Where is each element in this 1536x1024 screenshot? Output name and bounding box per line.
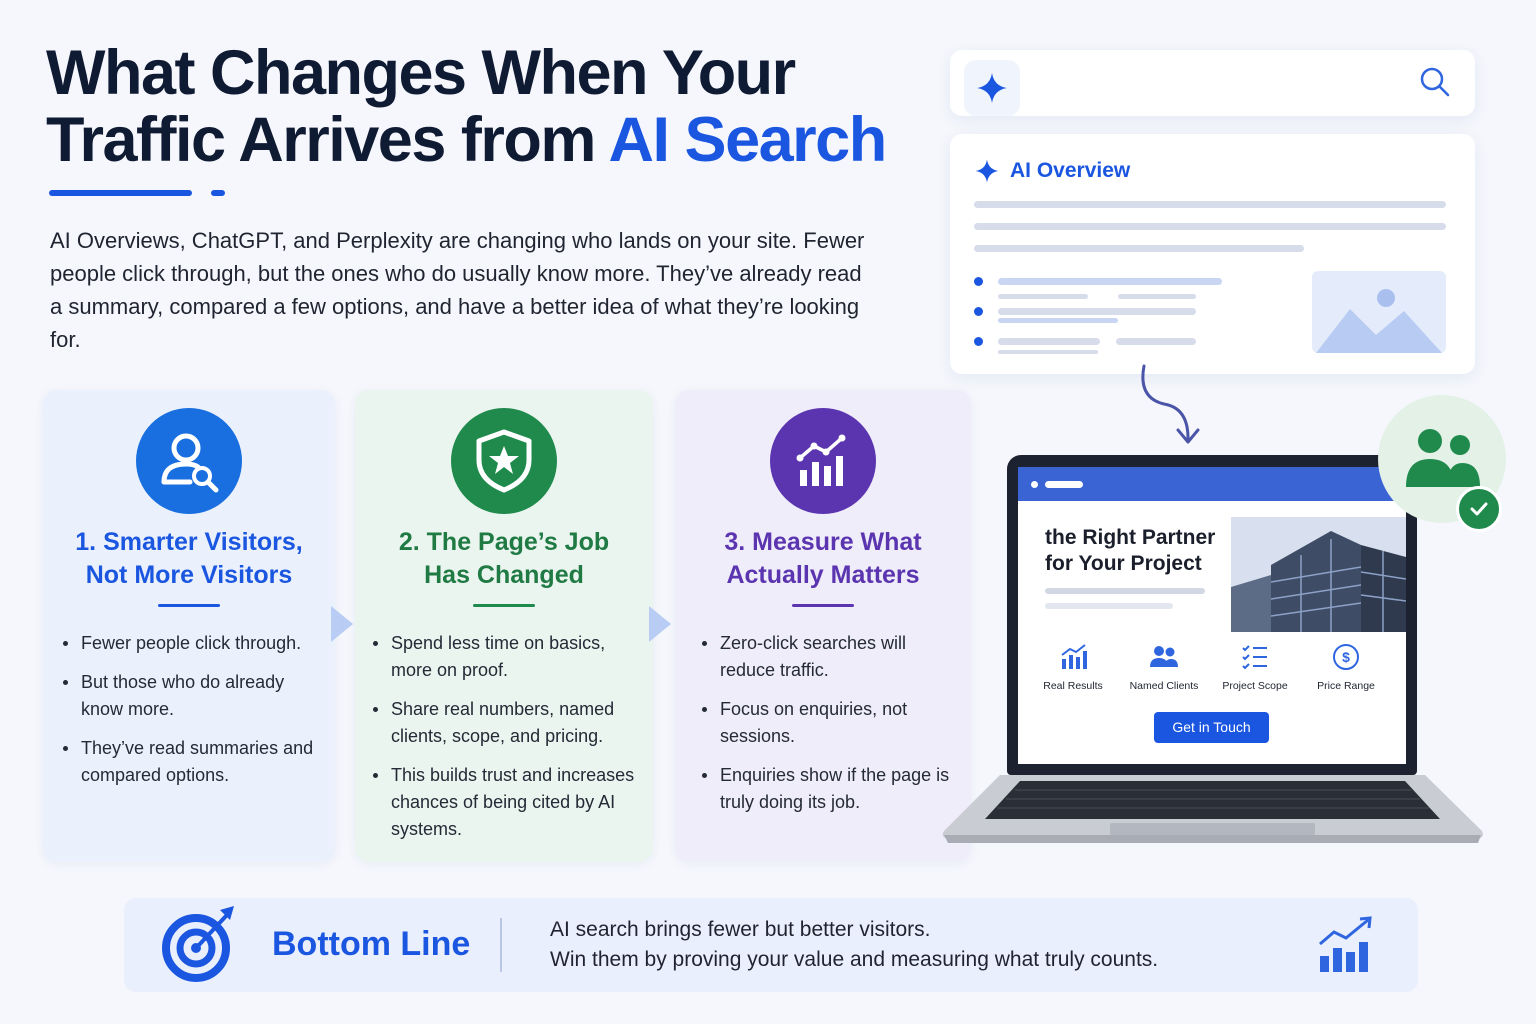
feature-project-scope[interactable]: Project Scope: [1210, 643, 1300, 692]
list-item: They’ve read summaries and compared opti…: [63, 735, 325, 789]
title-line-2-prefix: Traffic Arrives from: [46, 105, 609, 175]
ai-overview-header: AI Overview: [974, 158, 1130, 184]
website-nav-bar: [1018, 467, 1406, 501]
bottom-line-text: AI search brings fewer but better visito…: [550, 915, 1158, 975]
divider: [500, 918, 502, 972]
laptop-keyboard-base: [940, 775, 1485, 845]
feature-label: Project Scope: [1222, 680, 1288, 692]
checklist-icon: [1242, 645, 1267, 670]
card-heading: 2. The Page’s Job Has Changed: [355, 526, 653, 592]
text-placeholder: [1116, 338, 1196, 345]
card-bullets: Fewer people click through. But those wh…: [63, 630, 325, 801]
card-smarter-visitors: 1. Smarter Visitors, Not More Visitors F…: [43, 390, 335, 862]
bullet-dot: [974, 277, 983, 286]
search-icon[interactable]: [1419, 66, 1451, 103]
laptop-mockup: the Right Partner for Your Project: [940, 455, 1485, 855]
text-placeholder: [1118, 294, 1196, 299]
text-placeholder: [974, 223, 1446, 230]
ai-overview-title: AI Overview: [1010, 159, 1131, 182]
sparkle-icon: [975, 159, 999, 183]
list-item: Zero-click searches will reduce traffic.: [702, 630, 964, 684]
feature-label: Real Results: [1043, 680, 1103, 692]
title-line-2-accent: AI Search: [608, 105, 888, 175]
bottom-line-1: AI search brings fewer but better visito…: [550, 918, 931, 941]
text-placeholder: [974, 201, 1446, 208]
bottom-line-banner: Bottom Line AI search brings fewer but b…: [124, 898, 1418, 992]
person-search-icon: [136, 408, 242, 514]
bullet-dot: [974, 307, 983, 316]
card-page-job: 2. The Page’s Job Has Changed Spend less…: [355, 390, 653, 862]
bar-chart-icon: [1061, 644, 1087, 669]
feature-label: Price Range: [1317, 680, 1375, 692]
bullet-dot: [974, 337, 983, 346]
list-item: Fewer people click through.: [63, 630, 325, 657]
building-image: [1231, 517, 1406, 632]
svg-text:$: $: [1342, 649, 1350, 665]
card-heading-line2: Has Changed: [424, 561, 584, 589]
users-icon: [1150, 646, 1178, 667]
arrow-right-icon: [331, 606, 353, 642]
intro-paragraph: AI Overviews, ChatGPT, and Perplexity ar…: [50, 228, 865, 352]
text-placeholder: [974, 245, 1304, 252]
text-placeholder: [998, 294, 1088, 299]
title-underline-dot: [211, 190, 225, 196]
bottom-line-2: Win them by proving your value and measu…: [550, 948, 1159, 971]
nav-dot: [1031, 481, 1038, 488]
card-rule: [792, 604, 854, 607]
laptop-screen: the Right Partner for Your Project: [1018, 467, 1406, 764]
sparkle-icon: [964, 60, 1020, 116]
card-heading-line1: 1. Smarter Visitors,: [75, 528, 303, 556]
text-placeholder: [998, 318, 1118, 323]
list-item: Focus on enquiries, not sessions.: [702, 696, 964, 750]
people-icon: [1378, 395, 1506, 523]
search-bar[interactable]: [950, 50, 1475, 116]
text-placeholder: [1045, 588, 1205, 594]
website-heading: the Right Partner for Your Project: [1045, 526, 1216, 575]
card-heading: 3. Measure What Actually Matters: [675, 526, 971, 592]
card-rule: [473, 604, 535, 607]
feature-named-clients[interactable]: Named Clients: [1119, 643, 1209, 692]
list-item: Share real numbers, named clients, scope…: [373, 696, 643, 750]
laptop-screen-frame: the Right Partner for Your Project: [1007, 455, 1417, 775]
list-item: This builds trust and increases chances …: [373, 762, 643, 843]
card-measure: 3. Measure What Actually Matters Zero-cl…: [675, 390, 971, 862]
card-bullets: Zero-click searches will reduce traffic.…: [702, 630, 964, 828]
dollar-icon: $: [1333, 644, 1359, 670]
feature-real-results[interactable]: Real Results: [1028, 643, 1118, 692]
card-heading-line2: Not More Visitors: [85, 561, 293, 589]
card-heading-line1: 2. The Page’s Job: [398, 528, 610, 556]
text-placeholder: [1045, 603, 1173, 609]
shield-star-icon: [451, 408, 557, 514]
card-heading: 1. Smarter Visitors, Not More Visitors: [43, 526, 335, 592]
card-heading-line2: Actually Matters: [726, 561, 920, 589]
feature-label: Named Clients: [1129, 680, 1199, 692]
page-title: What Changes When Your Traffic Arrives f…: [46, 40, 906, 174]
card-rule: [158, 604, 220, 607]
arrow-right-icon: [649, 606, 671, 642]
growth-chart-icon: [1319, 916, 1372, 972]
ai-overview-panel: AI Overview: [950, 134, 1475, 374]
text-placeholder: [998, 350, 1098, 354]
title-underline: [49, 190, 192, 196]
target-icon: [162, 906, 234, 982]
check-icon: [1456, 486, 1502, 532]
text-placeholder: [998, 278, 1222, 285]
text-placeholder: [998, 338, 1100, 345]
card-heading-line1: 3. Measure What: [724, 528, 922, 556]
list-item: Spend less time on basics, more on proof…: [373, 630, 643, 684]
bottom-line-title: Bottom Line: [272, 925, 471, 963]
nav-logo-placeholder: [1045, 481, 1083, 488]
list-item: But those who do already know more.: [63, 669, 325, 723]
feature-price-range[interactable]: $ Price Range: [1301, 643, 1391, 692]
curved-arrow-icon: [1141, 364, 1200, 444]
get-in-touch-button[interactable]: Get in Touch: [1154, 712, 1269, 743]
list-item: Enquiries show if the page is truly doin…: [702, 762, 964, 816]
card-bullets: Spend less time on basics, more on proof…: [373, 630, 643, 855]
title-line-1: What Changes When Your: [46, 38, 796, 108]
text-placeholder: [998, 308, 1196, 315]
bar-chart-icon: [770, 408, 876, 514]
image-placeholder-icon: [1312, 271, 1446, 353]
